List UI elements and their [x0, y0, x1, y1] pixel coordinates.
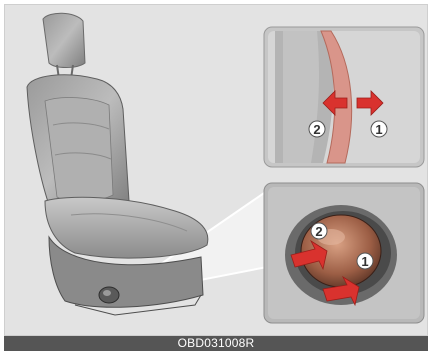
lumbar-label-1: 1 [375, 122, 382, 137]
figure-code: OBD031008R [178, 336, 255, 351]
seat-illustration [27, 13, 208, 315]
lumbar-label-2: 2 [313, 122, 320, 137]
diagram-canvas: 2 1 [5, 5, 428, 336]
figure-caption-bar: OBD031008R [4, 336, 428, 351]
switch-callout: 2 1 [264, 183, 424, 323]
switch-label-1: 1 [361, 254, 368, 269]
seat-diagram: 2 1 [4, 4, 428, 336]
lumbar-callout: 2 1 [264, 27, 424, 167]
switch-label-2: 2 [315, 224, 322, 239]
